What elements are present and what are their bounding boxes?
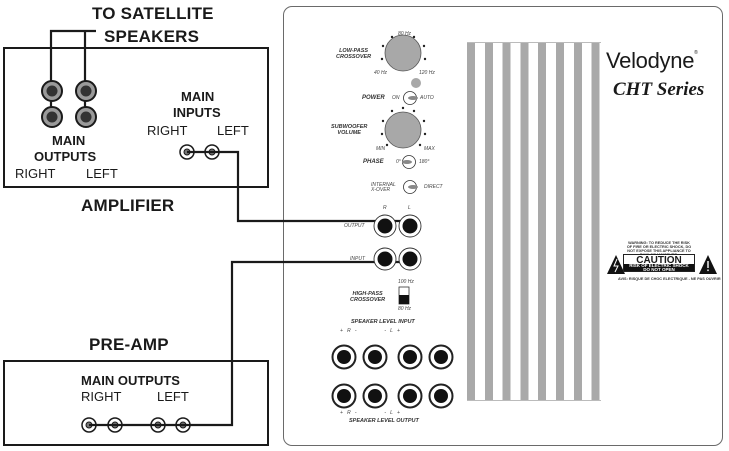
line-input-jack-l[interactable]: [398, 247, 422, 271]
preamp-title: PRE-AMP: [89, 335, 169, 354]
low-pass-crossover-knob[interactable]: [384, 34, 422, 72]
phase-0: 0°: [396, 159, 401, 165]
speaker-in-title: SPEAKER LEVEL INPUT: [351, 319, 415, 325]
amp-main-outputs-line1: MAIN: [52, 133, 86, 148]
series-name: CHT Series: [613, 79, 705, 100]
amp-main-outputs-line2: OUTPUTS: [34, 149, 97, 164]
output-jack-left-top: [75, 80, 97, 102]
satellite-label-line2: SPEAKERS: [104, 27, 200, 46]
amp-main-outputs-left: LEFT: [86, 166, 118, 181]
high-pass-bottom: 80 Hz: [398, 306, 412, 312]
xover-label-line2: X-OVER: [371, 187, 391, 193]
preamp-main-outputs: MAIN OUTPUTS: [81, 373, 180, 388]
speaker-out-polarity: + R - - L +: [340, 410, 400, 416]
line-input-label: INPUT: [350, 256, 365, 262]
satellite-label-line1: TO SATELLITE: [92, 4, 214, 23]
preamp-right: RIGHT: [81, 389, 122, 404]
power-led: [411, 78, 421, 88]
preamp-left: LEFT: [157, 389, 189, 404]
power-label: POWER: [362, 95, 385, 101]
volume-label-line2: VOLUME: [337, 130, 361, 136]
low-pass-mid: 80 Hz: [398, 31, 412, 37]
amp-main-inputs-right: RIGHT: [147, 123, 188, 138]
volume-label-line1: SUBWOOFER: [331, 124, 368, 130]
heatsink-fins: [467, 42, 601, 401]
registered-mark: ®: [694, 50, 698, 56]
amplifier-box: [3, 47, 269, 188]
amp-main-inputs-left: LEFT: [217, 123, 249, 138]
phase-switch[interactable]: [402, 155, 416, 169]
line-output-jack-l[interactable]: [398, 214, 422, 238]
low-pass-tick-dots: [380, 35, 427, 61]
subwoofer-volume-knob[interactable]: [384, 111, 422, 149]
high-pass-label-line1: HIGH-PASS: [352, 291, 383, 297]
high-pass-top: 100 Hz: [398, 279, 414, 285]
line-output-label: OUTPUT: [344, 223, 365, 229]
low-pass-max: 120 Hz: [419, 70, 435, 76]
brand-name: Velodyne: [606, 48, 695, 73]
power-on: ON: [392, 95, 400, 101]
power-auto: AUTO: [420, 95, 434, 101]
exclamation-warning-icon: [699, 255, 717, 274]
caution-band-line2: DO NOT OPEN: [643, 266, 675, 272]
output-jack-left-bottom: [75, 106, 97, 128]
speaker-level-input-posts[interactable]: [331, 344, 454, 370]
output-jack-right-bottom: [41, 106, 63, 128]
preamp-box: [3, 360, 269, 446]
volume-min: MIN: [376, 146, 386, 152]
brand-logo: Velodyne®: [606, 48, 698, 74]
low-pass-min: 40 Hz: [374, 70, 388, 76]
high-pass-label-line2: CROSSOVER: [350, 297, 386, 303]
volume-tick-dots: [380, 106, 427, 147]
phase-label: PHASE: [363, 159, 384, 165]
volume-max: MAX: [424, 146, 435, 152]
caution-title: CAUTION: [636, 255, 682, 266]
caution-band-line1: RISK OF ELECTRIC SHOCK: [629, 263, 689, 268]
amp-main-inputs-line1: MAIN: [181, 89, 215, 104]
amp-main-inputs-line2: INPUTS: [173, 105, 221, 120]
electric-shock-warning-icon: [607, 255, 625, 274]
amplifier-main-output-jacks: [41, 80, 97, 128]
amp-main-outputs-right: RIGHT: [15, 166, 56, 181]
xover-direct: DIRECT: [424, 184, 443, 190]
phase-180: 180°: [419, 159, 430, 165]
line-output-jack-r[interactable]: [373, 214, 397, 238]
xover-label-line1: INTERNAL: [371, 182, 396, 188]
output-jack-right-top: [41, 80, 63, 102]
line-r-label: R: [383, 205, 387, 211]
line-input-jack-r[interactable]: [373, 247, 397, 271]
line-l-label: L: [408, 205, 411, 211]
speaker-out-title: SPEAKER LEVEL OUTPUT: [349, 418, 419, 424]
caution-warning-bottom: AVIS: RISQUE DE CHOC ELECTRIQUE - NE PAS…: [618, 277, 721, 281]
amplifier-title: AMPLIFIER: [81, 196, 175, 215]
speaker-level-output-posts[interactable]: [331, 383, 454, 409]
power-switch[interactable]: [403, 91, 419, 105]
xover-switch[interactable]: [403, 180, 419, 194]
speaker-in-polarity: + R - - L +: [340, 328, 400, 334]
high-pass-slide-switch[interactable]: [398, 286, 410, 305]
low-pass-label-line1: LOW-PASS: [339, 48, 369, 54]
low-pass-label-line2: CROSSOVER: [336, 54, 372, 60]
